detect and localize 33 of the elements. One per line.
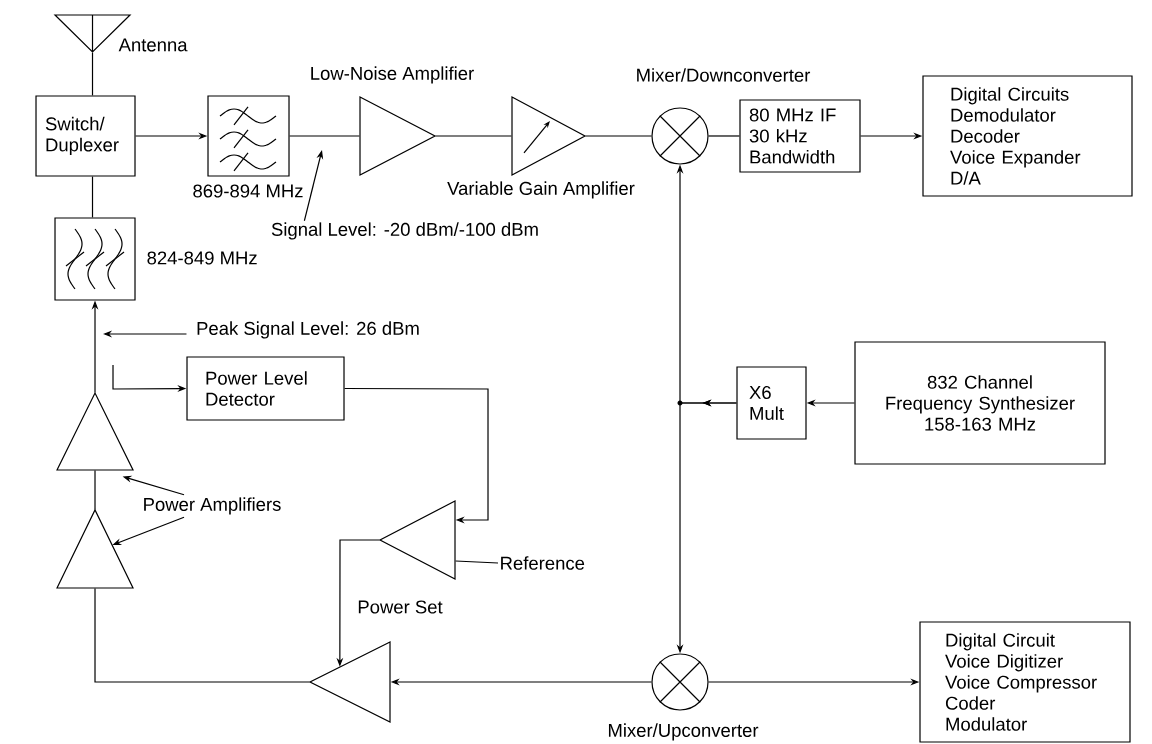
if-filter-box: 80 MHz IF 30 kHz Bandwidth [739,99,861,173]
connector-line [435,135,512,137]
annotation-text: Peak Signal Level: 26 dBm [197,321,419,339]
connector-line [91,176,94,218]
connector-line [91,52,94,96]
circuit-box: Digital Circuits Demodulator Decoder Voice Expander D/A [922,75,1133,197]
reference-label: Reference [501,556,585,570]
detector-box: Power Level Detector [186,356,345,421]
annotation-text: Power Amplifiers [144,497,281,515]
amplifier-symbol [308,641,391,723]
synthesizer-box: 832 Channel Frequency Synthesizer 158-163 MHz [854,341,1106,465]
circuit-box: Digital Circuit Voice Digitizer Voice Compressor Coder Modulator [919,621,1131,743]
connector-line [344,387,489,524]
connector-line [94,588,310,683]
amplifier-label: Low-Noise Amplifier [311,66,474,84]
frequency-label: 824-849 MHz [147,251,257,265]
connector-line [708,135,740,137]
amplifier-label: Variable Gain Amplifier [447,181,635,199]
mixer-label: Mixer/Downconverter [637,68,811,82]
amplifier-symbol [56,391,134,471]
multiplier-box: X6 Mult [736,366,807,440]
amplifier-symbol [378,500,456,580]
antenna-label: Antenna [118,38,188,52]
connector-line [585,135,652,137]
mixer-label: Mixer/Upconverter [608,723,759,741]
annotation-text: Signal Level: -20 dBm/-100 dBm [271,222,538,240]
edge-label: Power Set [356,599,444,615]
connector-line [94,470,96,510]
switch-box: Switch/ Duplexer [35,95,136,177]
amplifier-symbol [56,508,134,589]
connector-line [289,135,360,137]
connector-line [455,560,499,564]
frequency-label: 869-894 MHz [193,184,303,198]
